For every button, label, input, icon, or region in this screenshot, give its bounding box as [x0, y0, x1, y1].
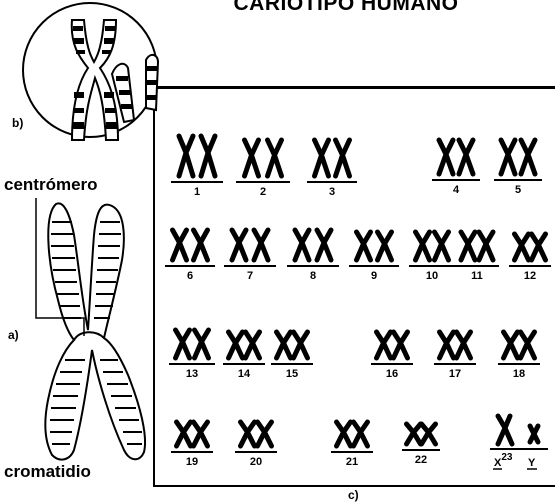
chromosome-number-20: 20 — [250, 456, 262, 468]
chromosome-pair-3 — [315, 140, 350, 176]
chromosome-pair-9 — [357, 232, 392, 260]
chromosome-pair-14 — [229, 332, 260, 358]
karyotype-underlines — [165, 180, 551, 452]
x-chromosome-label: X23 — [494, 452, 513, 469]
y-chromosome-label: Y — [528, 457, 536, 469]
chromosome-number-2: 2 — [260, 186, 266, 198]
chromosome-pair-5 — [501, 140, 535, 174]
chromosome-pair-7 — [232, 230, 268, 260]
chromosome-pair-20 — [241, 422, 272, 446]
chromosome-number-9: 9 — [371, 270, 377, 282]
chromosome-number-13: 13 — [186, 368, 198, 380]
chromosome-number-21: 21 — [346, 456, 358, 468]
chromosome-pair-6 — [173, 230, 208, 260]
chromosome-number-4: 4 — [453, 184, 460, 196]
chromosome-pair-19 — [177, 422, 208, 446]
chromosome-number-5: 5 — [515, 184, 521, 196]
sex-chromosomes — [498, 416, 538, 444]
x-superscript: 23 — [501, 452, 513, 463]
chromosome-number-1: 1 — [194, 186, 200, 198]
chromosome-pair-17 — [440, 332, 471, 358]
chromosome-number-16: 16 — [386, 368, 398, 380]
label-a: a) — [8, 328, 19, 342]
chromosome-number-10: 10 — [426, 270, 438, 282]
chromosome-number-7: 7 — [247, 270, 253, 282]
label-b: b) — [12, 116, 23, 130]
chromosome-number-18: 18 — [513, 368, 525, 380]
chromosome-number-11: 11 — [471, 270, 483, 282]
chromatid-label: cromatidio — [4, 462, 91, 482]
chromosome-pair-18 — [504, 332, 535, 358]
chromosome-pair-11 — [461, 232, 493, 260]
chromosome-pair-22 — [407, 424, 436, 444]
chromosome-pair-4 — [439, 140, 473, 174]
chromosome-number-15: 15 — [286, 368, 298, 380]
chromosome-pair-15 — [277, 332, 308, 358]
chromosome-pair-12 — [515, 234, 546, 260]
label-c: c) — [348, 488, 359, 502]
chromosome-pair-16 — [377, 332, 408, 358]
chromosome-pair-13 — [176, 330, 209, 358]
chromosome-number-14: 14 — [238, 368, 251, 380]
chromosome-pair-10 — [416, 232, 449, 260]
chromosome-pair-2 — [245, 140, 282, 176]
chromosome-number-3: 3 — [329, 186, 335, 198]
chromosome-pair-1 — [179, 136, 215, 176]
chromosome-number-6: 6 — [187, 270, 193, 282]
chromosome-number-12: 12 — [524, 270, 536, 282]
magnified-chromosome-inset — [23, 3, 555, 140]
karyotype-chromosomes — [173, 136, 546, 446]
chromosome-pair-21 — [337, 422, 368, 446]
chromosome-number-19: 19 — [186, 456, 198, 468]
chromosome-pair-8 — [295, 230, 331, 260]
chromosome-number-8: 8 — [310, 270, 316, 282]
large-chromosome — [45, 203, 145, 459]
chromosome-number-17: 17 — [449, 368, 461, 380]
chromosome-number-22: 22 — [415, 454, 427, 466]
centromere-label: centrómero — [4, 175, 98, 195]
